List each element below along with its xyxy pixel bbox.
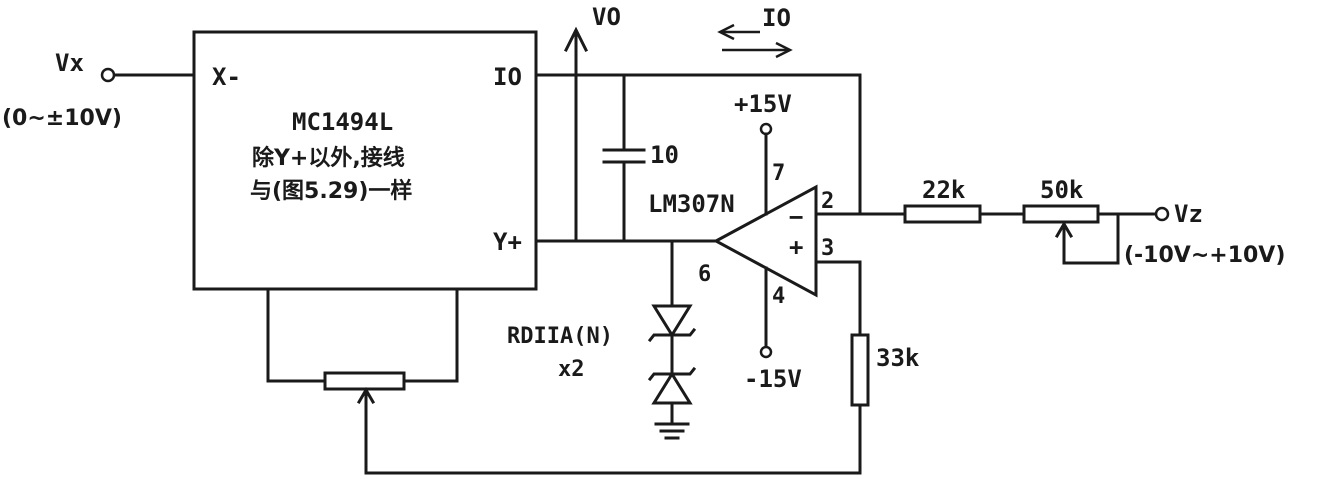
chip-name-label: MC1494L [292, 108, 393, 136]
pin4-label: 4 [772, 284, 785, 309]
mc1494l-chip [192, 30, 538, 291]
vo-label: VO [592, 3, 621, 31]
vminus-label: -15V [744, 365, 802, 393]
zener-count-label: x2 [558, 357, 585, 382]
vplus-label: +15V [734, 90, 792, 118]
r22k-resistor [903, 204, 982, 224]
chip-pot-wiper-arrow [356, 387, 376, 405]
vx-terminal [100, 67, 116, 83]
chip-note1-label: 除Y+以外,接线 [252, 145, 405, 171]
vx-range-label: (0~±10V) [2, 106, 122, 131]
x-minus-label: X- [212, 63, 241, 91]
r33k-label: 33k [876, 344, 920, 372]
yplus-label: Y+ [493, 228, 522, 256]
r50k-wiper-arrow [1054, 221, 1074, 239]
pin3-label: 3 [821, 236, 834, 261]
io-arrow-right-head [775, 41, 793, 59]
vx-label: Vx [55, 49, 84, 77]
io-pin-label: IO [493, 63, 522, 91]
r33k-bottom-wire [364, 388, 862, 475]
chip-potentiometer [323, 371, 406, 391]
pin2-label: 2 [821, 189, 834, 214]
chip-pot-wire-right [402, 287, 459, 383]
io-arrow-left-head [717, 23, 735, 41]
zener-label: RDIIA(N) [507, 324, 613, 349]
zener-diode-1 [651, 304, 693, 338]
vz-label: Vz [1174, 200, 1203, 228]
vz-range-label: (-10V~+10V) [1124, 243, 1285, 268]
chip-pot-wire [266, 287, 327, 383]
io-current-label: IO [762, 4, 791, 32]
vz-terminal [1154, 206, 1170, 222]
opamp-label: LM307N [648, 190, 735, 218]
cap-label: 10 [650, 141, 679, 169]
r50k-wiper [1062, 212, 1120, 265]
zener-diode-2-bar [647, 366, 697, 382]
r33k-resistor [850, 333, 870, 407]
plus-sign: + [789, 233, 803, 261]
r50k-potentiometer [1022, 204, 1100, 224]
zener-diode-2 [651, 371, 693, 405]
vo-arrow-head [563, 26, 589, 53]
chip-note2-label: 与(图5.29)一样 [250, 178, 412, 204]
pin3-wire [814, 260, 862, 337]
r22k-label: 22k [922, 176, 966, 204]
vminus-terminal [759, 345, 773, 359]
pin6-label: 6 [698, 262, 711, 287]
r50k-label: 50k [1040, 176, 1084, 204]
pin7-label: 7 [772, 161, 785, 186]
minus-sign: − [789, 203, 803, 231]
